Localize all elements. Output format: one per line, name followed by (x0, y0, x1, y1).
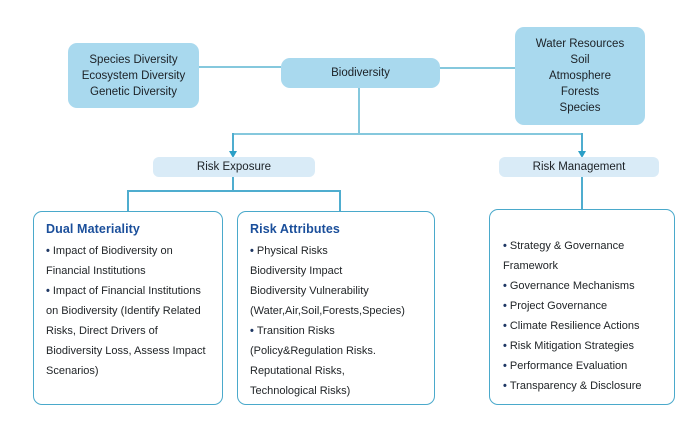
bullet-icon: • (503, 380, 507, 392)
bullet-icon: • (503, 280, 507, 292)
risk-attributes-panel: Risk Attributes •Physical Risks Biodiver… (237, 211, 435, 405)
connector-diversity-to-biodiversity (199, 66, 281, 68)
risk-management-actions-panel: •Strategy & Governance Framework •Govern… (489, 209, 675, 405)
panel-item-text: Performance Evaluation (509, 360, 628, 372)
connector-to-risk-exposure (232, 133, 234, 152)
arrow-down-icon (577, 151, 586, 158)
risk-management-label: Risk Management (532, 161, 626, 173)
panel-item-text: Governance Mechanisms (509, 280, 635, 292)
panel-item: •Project Governance (503, 296, 662, 316)
panel-item-text: Transition Risks (256, 325, 335, 337)
bullet-icon: • (46, 245, 50, 257)
panel-item: (Water,Air,Soil,Forests,Species) (250, 301, 422, 321)
panel-item-text: Risk Mitigation Strategies (509, 340, 634, 352)
panel-item-text: Technological Risks) (250, 385, 351, 397)
risk-exposure-node: Risk Exposure (153, 157, 315, 177)
panel-item: •Physical Risks (250, 241, 422, 261)
dual-materiality-panel: Dual Materiality •Impact of Biodiversity… (33, 211, 223, 405)
diversity-line: Genetic Diversity (90, 85, 177, 98)
bullet-icon: • (503, 360, 507, 372)
resource-line: Forests (560, 86, 600, 98)
diversity-types-node: Species Diversity Ecosystem Diversity Ge… (68, 43, 199, 108)
bullet-icon: • (503, 240, 507, 252)
connector-to-dual-materiality (127, 190, 129, 212)
biodiversity-node: Biodiversity (281, 58, 440, 88)
panel-item-text: Biodiversity Impact (250, 265, 343, 277)
panel-item-text: Physical Risks (256, 245, 328, 257)
panel-title: Risk Attributes (250, 222, 340, 236)
panel-item: Biodiversity Impact (250, 261, 422, 281)
resource-line: Species (559, 102, 601, 114)
panel-item: •Governance Mechanisms (503, 276, 662, 296)
panel-item: Technological Risks) (250, 381, 422, 401)
bullet-icon: • (46, 285, 50, 297)
resource-line: Soil (570, 54, 590, 66)
bullet-icon: • (250, 245, 254, 257)
connector-biodiversity-to-resources (440, 67, 515, 69)
bullet-icon: • (503, 320, 507, 332)
connector-exposure-split-horizontal (127, 190, 341, 192)
panel-item: •Strategy & Governance Framework (503, 236, 662, 276)
resource-line: Atmosphere (548, 70, 611, 82)
bullet-icon: • (503, 300, 507, 312)
panel-item: •Transparency & Disclosure (503, 376, 662, 396)
bullet-icon: • (503, 340, 507, 352)
panel-item: Reputational Risks, (250, 361, 422, 381)
panel-item: •Transition Risks (250, 321, 422, 341)
panel-item: •Impact of Biodiversity on Financial Ins… (46, 241, 210, 281)
panel-item-text: Reputational Risks, (250, 365, 345, 377)
diversity-line: Species Diversity (89, 53, 178, 66)
panel-item-text: Strategy & Governance Framework (503, 240, 625, 272)
panel-item-text: (Water,Air,Soil,Forests,Species) (250, 305, 405, 317)
connector-risk-management-down (581, 177, 583, 210)
panel-item-text: Project Governance (509, 300, 608, 312)
panel-item: •Climate Resilience Actions (503, 316, 662, 336)
panel-item-text: Biodiversity Vulnerability (250, 285, 369, 297)
diversity-line: Ecosystem Diversity (81, 69, 186, 82)
panel-item: •Performance Evaluation (503, 356, 662, 376)
panel-item: •Impact of Financial Institutions on Bio… (46, 281, 210, 381)
connector-risk-exposure-down (232, 177, 234, 192)
panel-item-text: Impact of Financial Institutions on Biod… (46, 285, 206, 377)
panel-item-text: Transparency & Disclosure (509, 380, 642, 392)
connector-to-risk-attributes (339, 190, 341, 212)
connector-split-horizontal (232, 133, 583, 135)
natural-resources-node: Water Resources Soil Atmosphere Forests … (515, 27, 645, 125)
connector-biodiversity-down (358, 88, 360, 135)
panel-title: Dual Materiality (46, 222, 140, 236)
panel-item-text: Impact of Biodiversity on Financial Inst… (46, 245, 173, 277)
panel-item-text: Climate Resilience Actions (509, 320, 640, 332)
bullet-icon: • (250, 325, 254, 337)
resource-line: Water Resources (535, 38, 625, 50)
panel-item: (Policy&Regulation Risks. (250, 341, 422, 361)
connector-to-risk-management (581, 133, 583, 152)
panel-item-text: (Policy&Regulation Risks. (250, 345, 376, 357)
biodiversity-label: Biodiversity (331, 67, 390, 79)
panel-item: •Risk Mitigation Strategies (503, 336, 662, 356)
risk-management-node: Risk Management (499, 157, 659, 177)
panel-item: Biodiversity Vulnerability (250, 281, 422, 301)
arrow-down-icon (228, 151, 237, 158)
risk-exposure-label: Risk Exposure (196, 161, 272, 173)
